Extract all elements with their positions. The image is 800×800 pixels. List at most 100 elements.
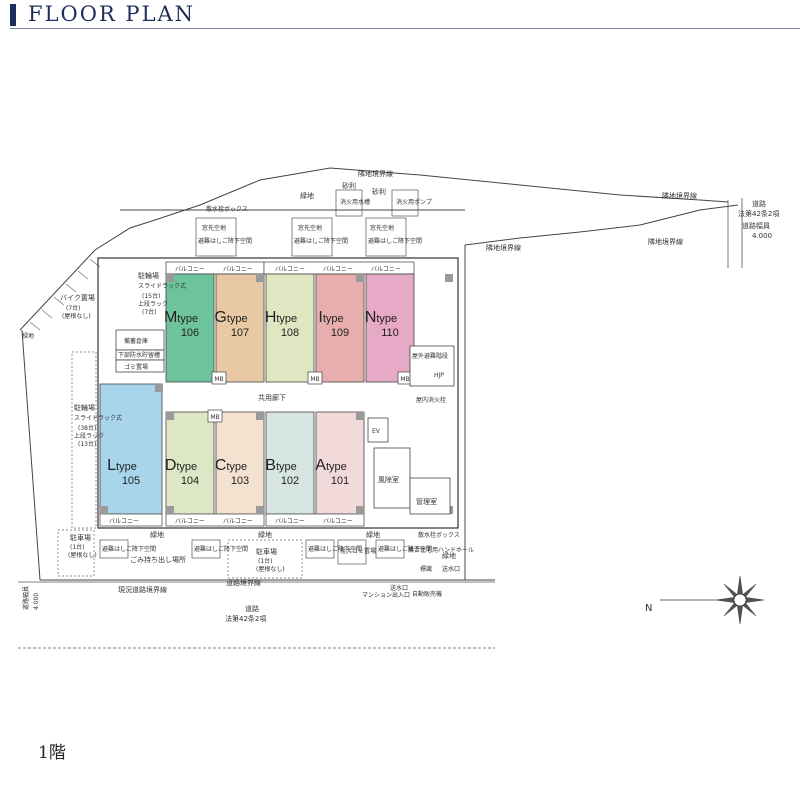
svg-text:バルコニー: バルコニー	[109, 518, 139, 525]
unit-d-104[interactable]	[165, 411, 215, 515]
lower-balconies	[99, 513, 365, 527]
page-title: FLOOR PLAN	[28, 2, 196, 26]
page-header: FLOOR PLAN	[0, 0, 800, 30]
svg-text:バルコニー: バルコニー	[175, 266, 205, 273]
svg-text:自動販売機: 自動販売機	[412, 590, 442, 598]
svg-text:(屋根なし): (屋根なし)	[68, 551, 97, 559]
north-label: N	[645, 603, 652, 614]
svg-text:共用廊下: 共用廊下	[258, 393, 286, 402]
svg-text:現況道路境界線: 現況道路境界線	[118, 585, 167, 594]
svg-text:法第42条2項: 法第42条2項	[225, 614, 266, 623]
svg-text:送水口: 送水口	[442, 565, 460, 573]
svg-text:バルコニー: バルコニー	[223, 266, 253, 273]
unit-d-room: 104	[181, 475, 199, 487]
svg-text:4.000: 4.000	[33, 593, 40, 610]
svg-text:MB: MB	[214, 376, 223, 383]
unit-b-room: 102	[281, 475, 299, 487]
svg-text:法第42条2項: 法第42条2項	[738, 209, 779, 218]
unit-h-letter: Htype	[265, 309, 297, 326]
unit-g-room: 107	[231, 327, 249, 339]
left-rooms	[115, 329, 165, 373]
road-outline	[18, 198, 743, 649]
svg-text:緑地: 緑地	[300, 191, 314, 200]
svg-text:避難はしご降下空間: 避難はしご降下空間	[102, 545, 156, 553]
svg-text:窓先空地: 窓先空地	[202, 224, 226, 232]
unit-l-room: 105	[122, 475, 140, 487]
svg-text:消火用ポンプ: 消火用ポンプ	[396, 198, 432, 206]
unit-g-107[interactable]	[215, 273, 265, 383]
unit-n-110[interactable]	[365, 273, 415, 383]
svg-text:バルコニー: バルコニー	[175, 518, 205, 525]
building-outline	[97, 257, 459, 529]
svg-text:(38台): (38台)	[78, 424, 96, 432]
car-area-left	[57, 529, 95, 577]
unit-i-room: 109	[331, 327, 349, 339]
unit-b-102[interactable]	[265, 411, 315, 515]
svg-text:バルコニー: バルコニー	[371, 266, 401, 273]
unit-h-108[interactable]	[265, 273, 315, 383]
svg-text:(15台): (15台)	[142, 292, 160, 300]
svg-text:(1台): (1台)	[70, 543, 85, 551]
svg-text:避難はしご降下空間: 避難はしご降下空間	[378, 545, 432, 553]
unit-m-room: 106	[181, 327, 199, 339]
svg-text:散水栓ボックス: 散水栓ボックス	[206, 205, 248, 213]
unit-a-letter: Atype	[315, 457, 346, 474]
unit-i-109[interactable]	[315, 273, 365, 383]
svg-text:バルコニー: バルコニー	[323, 266, 353, 273]
svg-text:屋外避難階段: 屋外避難階段	[412, 352, 448, 360]
lower-window-spaces	[99, 539, 405, 565]
svg-text:HJP: HJP	[434, 372, 444, 379]
service-core	[367, 345, 455, 515]
header-accent-bar	[10, 4, 16, 26]
svg-text:避難はしご降下空間: 避難はしご降下空間	[198, 237, 252, 245]
svg-text:(1台): (1台)	[258, 557, 273, 565]
svg-text:道路幅員: 道路幅員	[742, 221, 770, 230]
unit-c-103[interactable]	[215, 411, 265, 515]
bike-area-left	[71, 351, 97, 529]
svg-text:(13台): (13台)	[78, 440, 96, 448]
svg-text:駐輪場: 駐輪場	[74, 403, 95, 412]
unit-b-letter: Btype	[265, 457, 296, 474]
svg-text:砂利: 砂利	[342, 181, 356, 190]
svg-text:避難はしご降下空間: 避難はしご降下空間	[194, 545, 248, 553]
svg-text:窓先空地: 窓先空地	[298, 224, 322, 232]
svg-text:EV: EV	[372, 428, 381, 435]
unit-h-room: 108	[281, 327, 299, 339]
unit-a-room: 101	[331, 475, 349, 487]
svg-text:4.000: 4.000	[752, 232, 772, 240]
svg-text:避難はしご降下空間: 避難はしご降下空間	[368, 237, 422, 245]
balcony-labels: バルコニー バルコニー バルコニー バルコニー バルコニー バルコニー バルコニ…	[109, 266, 401, 525]
svg-text:緑地: 緑地	[258, 530, 272, 539]
unit-m-letter: Mtype	[164, 309, 198, 326]
svg-text:スライドラック式: スライドラック式	[74, 414, 122, 422]
svg-text:管理室: 管理室	[416, 497, 437, 506]
svg-text:バルコニー: バルコニー	[323, 518, 353, 525]
unit-a-101[interactable]	[315, 411, 365, 515]
unit-d-letter: Dtype	[165, 457, 197, 474]
svg-text:下部防水貯留槽: 下部防水貯留槽	[118, 351, 160, 359]
site-boundary	[19, 167, 739, 581]
svg-text:隣地境界線: 隣地境界線	[486, 243, 521, 252]
svg-text:緑地: 緑地	[442, 551, 456, 560]
svg-text:集合住宅用ハンドホール: 集合住宅用ハンドホール	[408, 546, 474, 554]
unit-g-letter: Gtype	[214, 309, 247, 326]
svg-text:道路幅員: 道路幅員	[22, 586, 30, 610]
svg-text:バイク置場: バイク置場	[60, 293, 95, 302]
mb-boxes	[207, 371, 413, 423]
svg-text:バルコニー: バルコニー	[223, 518, 253, 525]
unit-c-room: 103	[231, 475, 249, 487]
svg-text:緑地: 緑地	[22, 332, 34, 340]
unit-m-106[interactable]	[165, 273, 215, 383]
svg-text:粗大ゴミ置場: 粗大ゴミ置場	[340, 547, 376, 555]
svg-text:避難はしご降下空間: 避難はしご降下空間	[294, 237, 348, 245]
svg-text:上段ラック: 上段ラック	[138, 300, 168, 308]
unit-l-105[interactable]	[99, 383, 163, 515]
svg-text:駐輪場: 駐輪場	[138, 271, 159, 280]
svg-text:バルコニー: バルコニー	[275, 266, 305, 273]
upper-balconies	[165, 261, 415, 275]
svg-text:標識: 標識	[420, 565, 432, 573]
window-spaces	[195, 189, 419, 257]
svg-text:MB: MB	[400, 376, 409, 383]
svg-text:道路境界線: 道路境界線	[226, 578, 261, 587]
